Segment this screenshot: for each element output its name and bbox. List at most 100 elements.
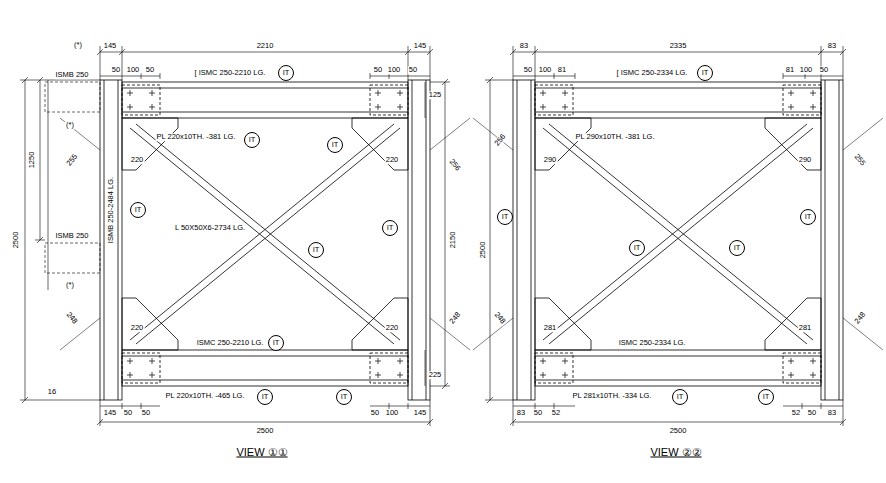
dimension-label: 50 bbox=[533, 409, 543, 417]
dimension-label: (*) bbox=[65, 121, 75, 129]
dimension-label: 145 bbox=[103, 409, 118, 417]
item-tag: IT bbox=[257, 389, 273, 405]
dimension-label: 83 bbox=[827, 42, 837, 50]
dimension-label: 125 bbox=[428, 91, 443, 99]
dimension-label: 83 bbox=[519, 42, 529, 50]
item-tag: IT bbox=[336, 389, 352, 405]
dimension-label: 2500 bbox=[12, 231, 20, 250]
dimension-label: 100 bbox=[126, 66, 141, 74]
dimension-label: 145 bbox=[103, 42, 118, 50]
tag-text: IT bbox=[249, 136, 256, 144]
item-tag: IT bbox=[308, 242, 324, 258]
dimension-label: ISMB 250-2484 LG. bbox=[107, 176, 115, 244]
item-tag: IT bbox=[672, 389, 688, 405]
view-title: VIEW ②② bbox=[649, 447, 702, 458]
dimension-label: 248 bbox=[64, 310, 79, 326]
tag-text: IT bbox=[283, 69, 290, 77]
dimension-label: 50 bbox=[111, 66, 121, 74]
dimension-label: 16 bbox=[47, 388, 57, 396]
dimension-label: 50 bbox=[370, 409, 380, 417]
tag-text: IT bbox=[634, 244, 641, 252]
dimension-label: 145 bbox=[413, 42, 428, 50]
item-tag: IT bbox=[758, 389, 774, 405]
dimension-label: 220 bbox=[130, 324, 145, 332]
dimension-label: PL 281x10TH. -334 LG. bbox=[572, 392, 653, 400]
dimension-label: 2500 bbox=[256, 427, 275, 435]
dimension-label: 2210 bbox=[256, 42, 275, 50]
dimension-label: PL 220x10TH. -381 LG. bbox=[156, 133, 237, 141]
dimension-label: ISMB 250 bbox=[55, 232, 90, 240]
dimension-label: 50 bbox=[145, 66, 155, 74]
tag-text: IT bbox=[341, 393, 348, 401]
dimension-label: 256 bbox=[447, 157, 462, 173]
dimension-label: PL 220x10TH. -465 LG. bbox=[165, 392, 246, 400]
tag-text: IT bbox=[332, 141, 339, 149]
dimension-label: L 50X50X6-2734 LG. bbox=[174, 224, 246, 232]
tag-text: IT bbox=[502, 213, 509, 221]
dimension-label: 81 bbox=[557, 66, 567, 74]
dimension-label: (*) bbox=[73, 41, 83, 49]
dimension-label: 81 bbox=[785, 66, 795, 74]
tag-text: IT bbox=[763, 393, 770, 401]
dimension-label: 52 bbox=[791, 409, 801, 417]
dimension-label: ISMB 250 bbox=[55, 71, 90, 79]
dimension-label: 50 bbox=[807, 409, 817, 417]
tag-text: IT bbox=[805, 213, 812, 221]
tag-text: IT bbox=[387, 224, 394, 232]
dimension-label: 100 bbox=[387, 66, 402, 74]
tag-text: IT bbox=[677, 393, 684, 401]
tag-text: IT bbox=[734, 244, 741, 252]
dimension-label: 1250 bbox=[28, 151, 36, 170]
item-tag: IT bbox=[327, 137, 343, 153]
dimension-label: 2335 bbox=[669, 42, 688, 50]
dimension-label: 255 bbox=[852, 152, 867, 168]
dimension-label: 50 bbox=[123, 409, 133, 417]
dimension-label: (*) bbox=[65, 281, 75, 289]
dimension-label: 290 bbox=[798, 156, 813, 164]
dimension-label: 281 bbox=[798, 324, 813, 332]
dimension-label: 50 bbox=[819, 66, 829, 74]
dimension-label: 50 bbox=[408, 66, 418, 74]
item-tag: IT bbox=[697, 65, 713, 81]
dimension-label: 248 bbox=[492, 310, 507, 326]
dimension-label: ISMC 250-2210 LG. bbox=[196, 339, 265, 347]
item-tag: IT bbox=[244, 132, 260, 148]
dimension-label: 220 bbox=[130, 156, 145, 164]
dimension-label: 50 bbox=[141, 409, 151, 417]
dimension-label: 83 bbox=[827, 409, 837, 417]
dimension-label: PL 290x10TH. -381 LG. bbox=[575, 133, 656, 141]
dimension-label: 100 bbox=[538, 66, 553, 74]
dimension-label: 256 bbox=[492, 132, 507, 148]
tag-text: IT bbox=[135, 206, 142, 214]
item-tag: IT bbox=[278, 65, 294, 81]
dimension-label: 50 bbox=[523, 66, 533, 74]
dimension-label: 50 bbox=[373, 66, 383, 74]
dimension-label: 2500 bbox=[669, 427, 688, 435]
dimension-label: 220 bbox=[385, 324, 400, 332]
dimension-label: 145 bbox=[413, 409, 428, 417]
dimension-label: [ ISMC 250-2334 LG. bbox=[616, 69, 689, 77]
tag-text: IT bbox=[262, 393, 269, 401]
dimension-label: 100 bbox=[799, 66, 814, 74]
item-tag: IT bbox=[729, 240, 745, 256]
dimension-label: 290 bbox=[543, 156, 558, 164]
dimension-label: 281 bbox=[543, 324, 558, 332]
view-title: VIEW ①① bbox=[235, 447, 288, 458]
dimension-label: 2500 bbox=[479, 241, 487, 260]
dimension-label: 255 bbox=[64, 152, 79, 168]
dimension-label: 248 bbox=[852, 310, 867, 326]
item-tag: IT bbox=[130, 202, 146, 218]
tag-text: IT bbox=[313, 246, 320, 254]
item-tag: IT bbox=[629, 240, 645, 256]
item-tag: IT bbox=[800, 209, 816, 225]
dimension-label: ISMC 250-2334 LG. bbox=[618, 339, 687, 347]
dimension-label: 2150 bbox=[449, 231, 457, 250]
dimension-label: 52 bbox=[551, 409, 561, 417]
dimension-label: 100 bbox=[385, 409, 400, 417]
item-tag: IT bbox=[382, 220, 398, 236]
dimension-label: 220 bbox=[385, 156, 400, 164]
dimension-label: 248 bbox=[447, 310, 462, 326]
item-tag: IT bbox=[497, 209, 513, 225]
dimension-label: 83 bbox=[516, 409, 526, 417]
